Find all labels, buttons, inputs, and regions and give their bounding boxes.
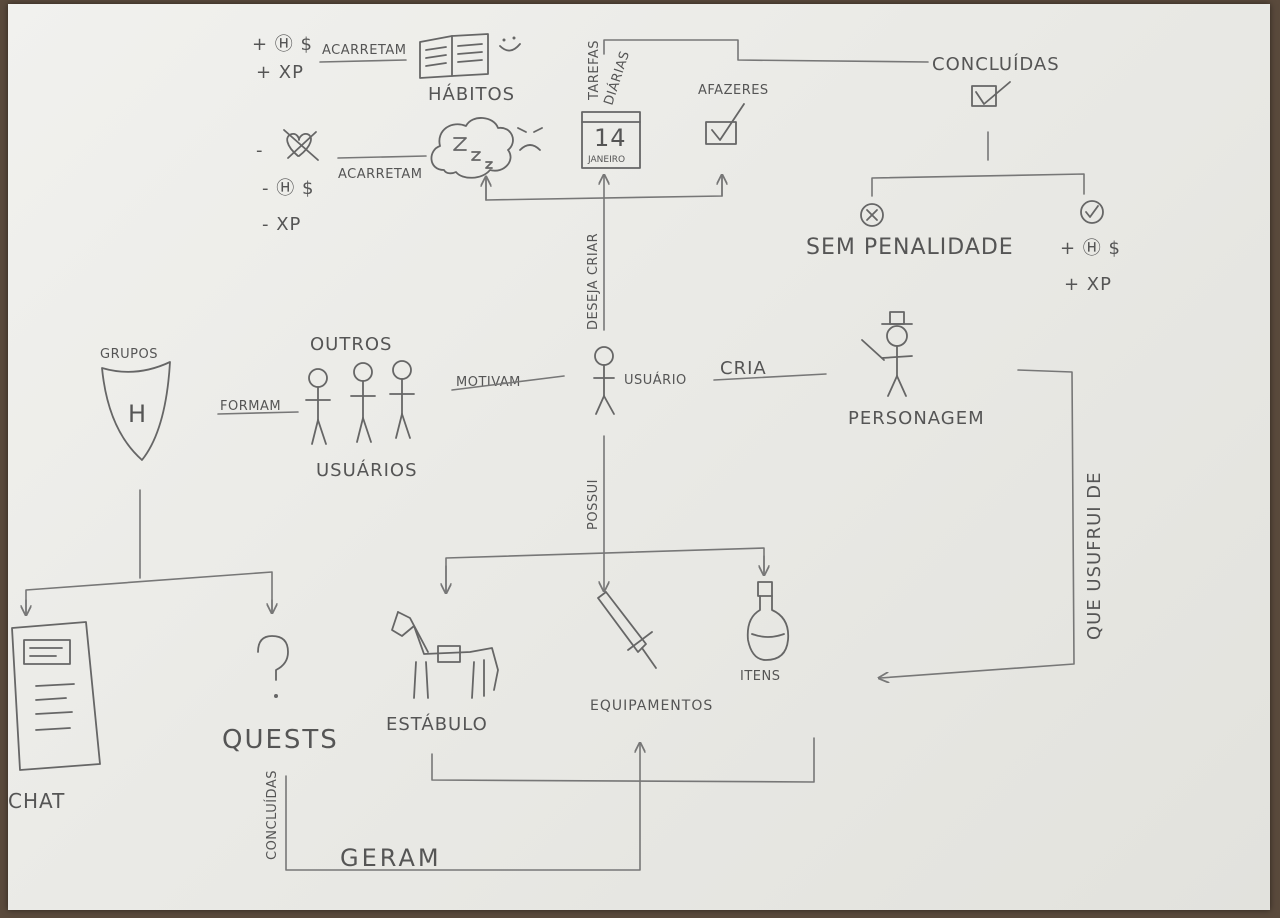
reward-coin: + Ⓗ $ xyxy=(1060,238,1121,259)
book-icon xyxy=(419,33,489,79)
shield-letter: H xyxy=(128,400,147,428)
completed-title: CONCLUÍDAS xyxy=(932,53,1060,75)
heart-crossed-icon xyxy=(283,129,319,161)
habit-negative-hp: - xyxy=(256,140,264,161)
habit-positive-result-label: ACARRETAM xyxy=(322,43,406,58)
owns-label: POSSUI xyxy=(586,479,601,530)
reward-xp: + XP xyxy=(1064,274,1112,295)
others-bottom-label: USUÁRIOS xyxy=(316,459,418,481)
creates-label: CRIA xyxy=(720,358,767,379)
quests-generate-path xyxy=(285,744,640,871)
checkbox-checked-icon xyxy=(705,103,745,145)
completed-branch xyxy=(871,173,1085,197)
question-mark-icon xyxy=(257,635,289,698)
x-circle-icon xyxy=(860,203,884,227)
happy-face-icon xyxy=(499,36,521,52)
form-label: FORMAM xyxy=(220,399,281,414)
assets-branch xyxy=(445,547,765,593)
chat-window-icon xyxy=(11,621,101,771)
completed-checkbox-icon xyxy=(971,81,1011,107)
shield-icon xyxy=(101,361,171,461)
check-circle-icon xyxy=(1080,200,1104,224)
sleep-cloud-icon xyxy=(430,117,514,179)
habit-negative-coin: - Ⓗ $ xyxy=(262,178,314,199)
character-label: PERSONAGEM xyxy=(848,408,985,429)
groups-branch xyxy=(25,571,273,615)
habit-positive-connector xyxy=(319,59,407,63)
sword-icon xyxy=(597,591,657,669)
quests-completed-label: CONCLUÍDAS xyxy=(264,770,280,860)
calendar-icon xyxy=(581,111,641,169)
character-stick-figure-icon xyxy=(861,311,913,397)
no-penalty-label: SEM PENALIDADE xyxy=(806,235,1014,260)
habit-negative-xp: - XP xyxy=(262,214,301,235)
habit-positive-xp: + XP xyxy=(256,62,304,83)
todos-to-completed-connector xyxy=(603,39,929,63)
chat-label: CHAT xyxy=(8,789,65,813)
user-label: USUÁRIO xyxy=(624,372,687,388)
calendar-month: JANEIRO xyxy=(587,155,625,165)
paper-sheet xyxy=(8,4,1270,910)
generate-label: GERAM xyxy=(340,844,442,872)
calendar-day: 14 xyxy=(594,124,627,152)
items-label: ITENS xyxy=(740,669,780,684)
habit-negative-result-label: ACARRETAM xyxy=(338,167,422,182)
habit-negative-connector xyxy=(337,155,427,159)
enjoys-label: QUE USUFRUI DE xyxy=(1084,471,1105,640)
others-top-label: OUTROS xyxy=(310,334,392,355)
habits-title: HÁBITOS xyxy=(428,83,515,105)
dailies-title-line2: DIÁRIAS xyxy=(601,49,634,107)
quests-label: QUESTS xyxy=(222,725,339,755)
creates-connector xyxy=(713,373,827,381)
form-connector xyxy=(217,411,299,415)
equipment-label: EQUIPAMENTOS xyxy=(590,698,713,714)
group-of-users-icon xyxy=(305,360,415,445)
dailies-title-line1: TAREFAS xyxy=(587,40,602,101)
todos-title: AFAZERES xyxy=(698,83,769,98)
motivate-label: MOTIVAM xyxy=(456,375,521,390)
horse-icon xyxy=(391,611,499,699)
character-to-items-arrow xyxy=(880,369,1075,678)
potion-icon xyxy=(746,581,790,661)
stable-label: ESTÁBULO xyxy=(386,713,488,735)
assets-bracket xyxy=(431,737,815,783)
wants-to-create-label: DESEJA CRIAR xyxy=(586,233,601,330)
habit-positive-coin: + Ⓗ $ xyxy=(252,34,313,55)
sad-face-icon xyxy=(517,127,543,151)
groups-title: GRUPOS xyxy=(100,347,158,362)
user-stick-figure-icon xyxy=(593,346,615,415)
motivate-connector xyxy=(451,375,565,391)
